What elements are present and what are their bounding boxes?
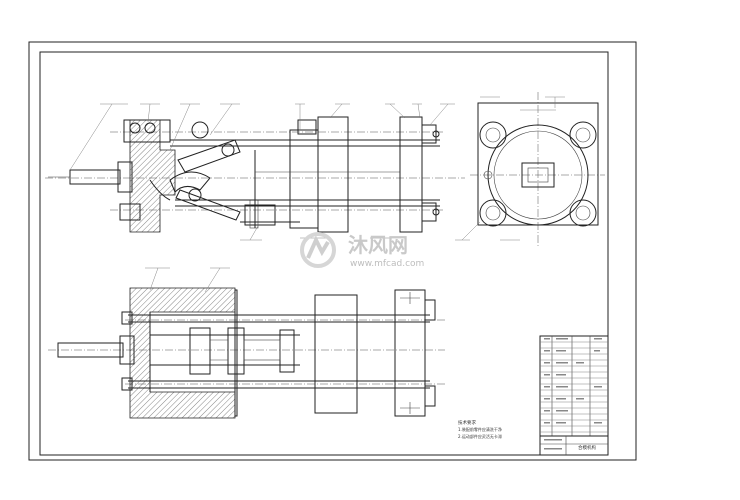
- rear-platen: [129, 119, 176, 233]
- outer-border: [28, 41, 637, 461]
- watermark-url: www.mfcad.com: [350, 259, 424, 269]
- title-block: 合模机构: [539, 335, 609, 456]
- fixed-platen: [399, 116, 423, 233]
- plan-section-view: [48, 267, 445, 419]
- toggle-link-upper: [177, 139, 241, 173]
- fixed-platen-plan: [394, 289, 426, 417]
- rear-platen-section: [129, 287, 236, 419]
- toggle-link-lower: [175, 189, 241, 221]
- notes-line-2: 2.运动部件应灵活无卡滞: [458, 433, 502, 439]
- platen-bore-circle: [487, 124, 589, 226]
- watermark-brand: 沐风网: [348, 233, 408, 257]
- notes-line-1: 1.装配前零件应清洗干净: [458, 426, 502, 432]
- front-elevation-view: [45, 103, 465, 241]
- movable-platen-plan: [314, 294, 358, 414]
- watermark: 沐风网 www.mfcad.com: [300, 232, 424, 269]
- notes-title: 技术要求: [458, 419, 476, 426]
- watermark-logo-icon: [300, 232, 336, 268]
- movable-platen: [289, 129, 319, 229]
- crosshead-plan: [189, 327, 211, 375]
- technical-notes: 技术要求 1.装配前零件应清洗干净 2.运动部件应灵活无卡滞: [458, 419, 502, 439]
- inner-border: [39, 51, 609, 456]
- end-elevation-view: [455, 92, 605, 248]
- drawing-title: 合模机构: [578, 444, 596, 451]
